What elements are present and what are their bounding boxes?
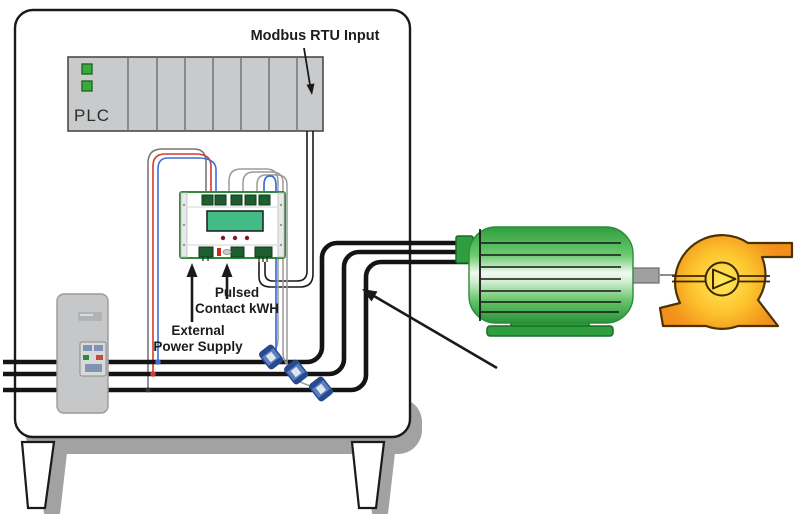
- external-power-annotation: External Power Supply: [153, 263, 243, 354]
- meter-pulse-led: [217, 248, 221, 256]
- pump-symbol-circle: [704, 261, 740, 297]
- pulsed-contact-annotation: Pulsed Contact kWH: [195, 263, 279, 316]
- phase-conductors: [3, 240, 470, 393]
- meter-bottom-terminals: [198, 246, 273, 258]
- power-supply-wires: [147, 148, 217, 390]
- external-arrow-head: [186, 263, 198, 277]
- breaker-run-led: [83, 355, 89, 360]
- modbus-annotation: Modbus RTU Input: [251, 28, 380, 95]
- modbus-annotation-arrow-line: [303, 47, 311, 86]
- meter-lcd-display: [206, 210, 264, 232]
- centrifugal-pump: [658, 234, 794, 330]
- breaker-key-3: [85, 364, 102, 372]
- ct-voltage-wire-blue: [263, 175, 277, 353]
- plc-slot-dividers: [127, 57, 298, 131]
- phase-conductor-2: [3, 249, 470, 377]
- motor-cooling-fins: [481, 242, 621, 313]
- cable-pointer-arrow: [362, 289, 498, 370]
- ct-clamp-1: [259, 344, 283, 370]
- energy-meter: [179, 191, 286, 262]
- plc-label: PLC: [74, 106, 110, 125]
- plc-status-led-1: [81, 63, 93, 75]
- modbus-annotation-arrow-head: [306, 83, 315, 95]
- motor-shaft: [630, 267, 660, 284]
- motor-foot: [486, 325, 614, 337]
- breaker-stop-led: [96, 355, 103, 360]
- breaker-key-2: [94, 345, 103, 351]
- modbus-rtu-input-label: Modbus RTU Input: [251, 28, 380, 44]
- supply-wire-gray: [147, 148, 207, 390]
- circuit-breaker: [56, 293, 109, 414]
- ct-clamp-3: [309, 376, 333, 402]
- plc-chassis: [67, 56, 324, 132]
- meter-button-2: [232, 235, 238, 241]
- external-label-line1: External: [171, 323, 224, 338]
- modbus-wire-pair: [258, 131, 314, 288]
- plc-status-led-2: [81, 80, 93, 92]
- meter-top-terminals: [201, 194, 271, 206]
- cabinet-leg-right: [350, 440, 386, 510]
- breaker-nameplate: [78, 312, 102, 321]
- phase-conductor-3: [3, 259, 470, 393]
- tap-junction-blue: [155, 359, 161, 365]
- tap-junction-gray: [145, 387, 151, 393]
- meter-button-3: [244, 235, 250, 241]
- supply-wire-blue: [157, 157, 217, 362]
- plc-rack: PLC: [67, 56, 324, 132]
- meter-seal-button: [222, 248, 232, 255]
- breaker-key-1: [83, 345, 92, 351]
- pulsed-label-line1: Pulsed: [215, 285, 259, 300]
- ct-clamp-2: [284, 359, 308, 385]
- pump-symbol-triangle: [712, 268, 737, 290]
- cable-pointer-arrow-head: [362, 289, 378, 302]
- current-transformers: [259, 344, 333, 402]
- cabinet-leg-left: [20, 440, 56, 510]
- phase-conductor-1: [3, 240, 470, 365]
- external-label-line2: Power Supply: [153, 339, 243, 354]
- pulsed-label-line2: Contact kWH: [195, 301, 279, 316]
- motor-body: [468, 226, 634, 324]
- tap-junction-red: [150, 371, 156, 377]
- meter-button-1: [220, 235, 226, 241]
- pulsed-arrow-head: [221, 263, 233, 277]
